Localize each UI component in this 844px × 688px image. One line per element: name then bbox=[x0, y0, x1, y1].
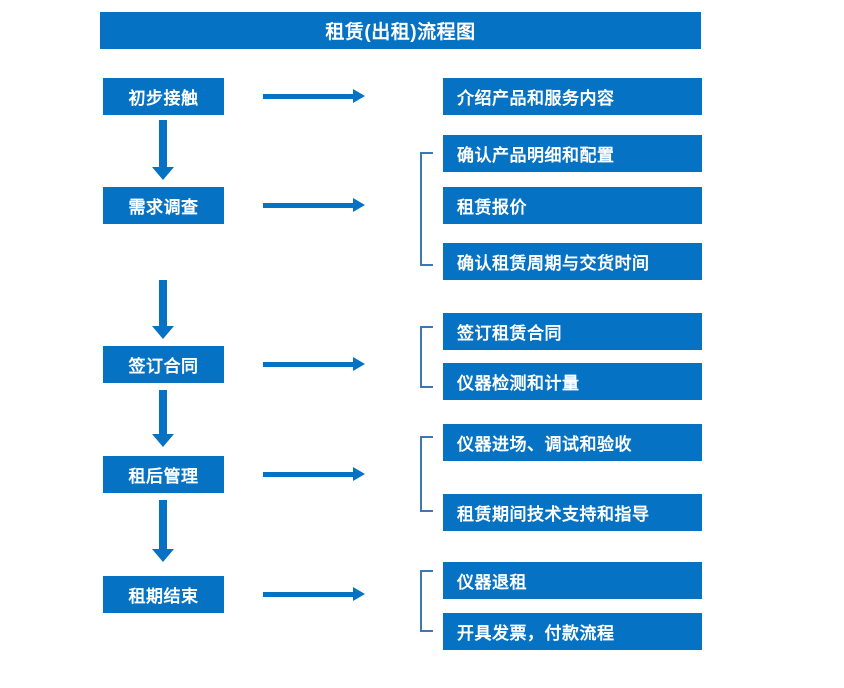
right-arrow-head-1 bbox=[353, 89, 365, 103]
right-arrow-shaft-3 bbox=[263, 362, 355, 367]
right-arrow-head-4 bbox=[353, 467, 365, 481]
detail-box-1: 介绍产品和服务内容 bbox=[443, 78, 702, 115]
stage-box-1: 初步接触 bbox=[103, 78, 224, 115]
detail-box-4: 确认租赁周期与交货时间 bbox=[443, 243, 702, 280]
down-arrow-shaft-2 bbox=[159, 280, 167, 326]
right-arrow-shaft-4 bbox=[263, 472, 355, 477]
chart-title: 租赁(出租)流程图 bbox=[100, 12, 701, 49]
group-bracket-post-rental bbox=[420, 436, 433, 512]
detail-box-10: 开具发票，付款流程 bbox=[443, 613, 702, 650]
detail-box-5: 签订租赁合同 bbox=[443, 313, 702, 350]
down-arrow-head-4 bbox=[152, 549, 174, 562]
right-arrow-head-5 bbox=[353, 587, 365, 601]
group-bracket-requirement bbox=[420, 152, 433, 266]
down-arrow-shaft-1 bbox=[159, 120, 167, 167]
stage-box-2: 需求调查 bbox=[103, 187, 224, 224]
detail-box-3: 租赁报价 bbox=[443, 187, 702, 224]
down-arrow-head-3 bbox=[152, 434, 174, 447]
detail-box-2: 确认产品明细和配置 bbox=[443, 135, 702, 172]
stage-box-5: 租期结束 bbox=[103, 576, 224, 613]
detail-box-9: 仪器退租 bbox=[443, 562, 702, 599]
stage-box-4: 租后管理 bbox=[103, 456, 224, 493]
right-arrow-head-3 bbox=[353, 357, 365, 371]
right-arrow-head-2 bbox=[353, 198, 365, 212]
detail-box-6: 仪器检测和计量 bbox=[443, 363, 702, 400]
detail-box-8: 租赁期间技术支持和指导 bbox=[443, 494, 702, 531]
group-bracket-end-of-term bbox=[420, 570, 433, 632]
stage-box-3: 签订合同 bbox=[103, 346, 224, 383]
right-arrow-shaft-1 bbox=[263, 94, 355, 99]
right-arrow-shaft-2 bbox=[263, 203, 355, 208]
group-bracket-contract bbox=[420, 326, 433, 388]
down-arrow-shaft-4 bbox=[159, 500, 167, 549]
down-arrow-head-1 bbox=[152, 167, 174, 180]
detail-box-7: 仪器进场、调试和验收 bbox=[443, 424, 702, 461]
right-arrow-shaft-5 bbox=[263, 592, 355, 597]
down-arrow-shaft-3 bbox=[159, 390, 167, 434]
down-arrow-head-2 bbox=[152, 326, 174, 339]
